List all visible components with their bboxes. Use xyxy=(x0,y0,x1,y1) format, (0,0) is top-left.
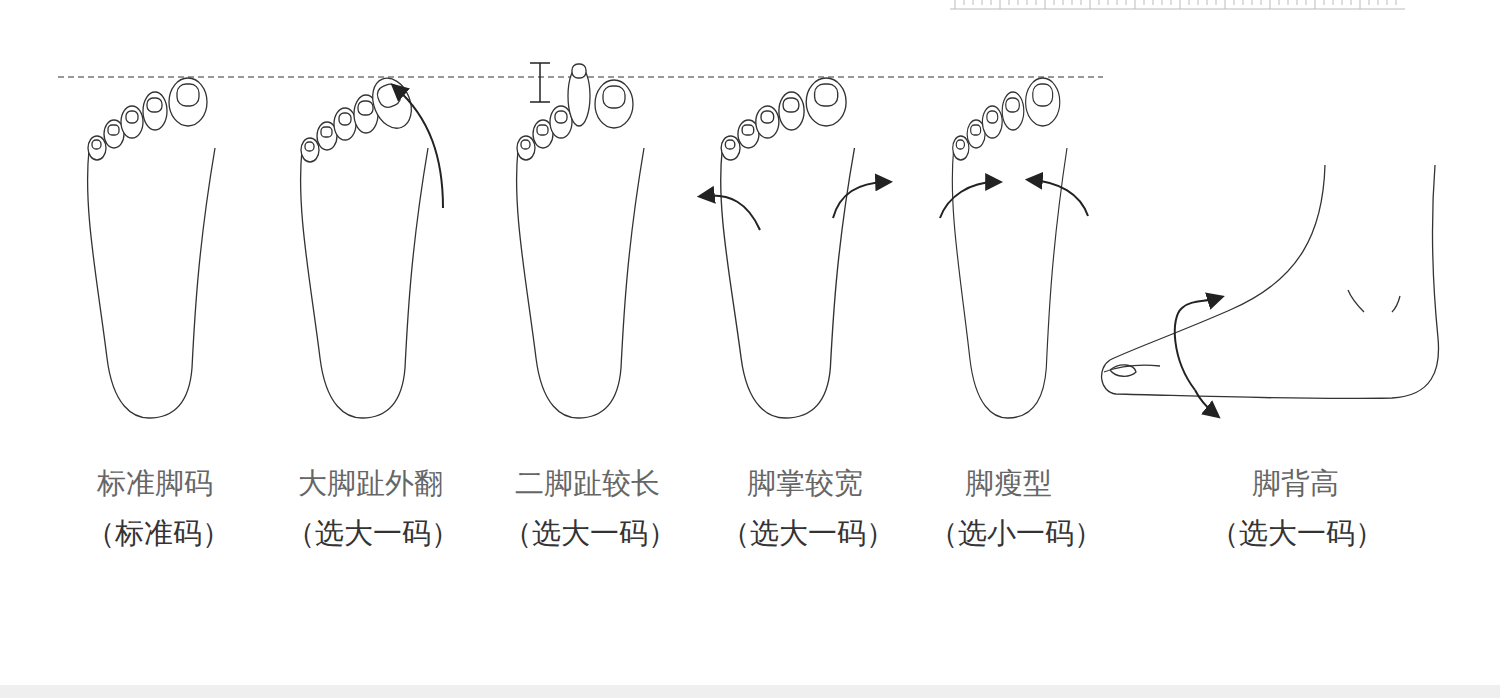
foot-type-label: 大脚趾外翻 xyxy=(298,465,443,501)
size-advice-label: （选大一码） xyxy=(1210,515,1384,551)
foot-type-label: 标准脚码 xyxy=(97,465,213,501)
size-advice-label: （选大一码） xyxy=(721,515,895,551)
bottom-band xyxy=(0,685,1500,698)
size-advice-label: （选大一码） xyxy=(503,515,677,551)
size-advice-label: （选大一码） xyxy=(286,515,460,551)
foot-type-label: 脚瘦型 xyxy=(965,465,1052,501)
size-advice-label: （标准码） xyxy=(86,515,231,551)
foot-type-label: 二脚趾较长 xyxy=(515,465,660,501)
size-advice-label: （选小一码） xyxy=(929,515,1103,551)
foot-type-label: 脚背高 xyxy=(1252,465,1339,501)
foot-type-label: 脚掌较宽 xyxy=(747,465,863,501)
